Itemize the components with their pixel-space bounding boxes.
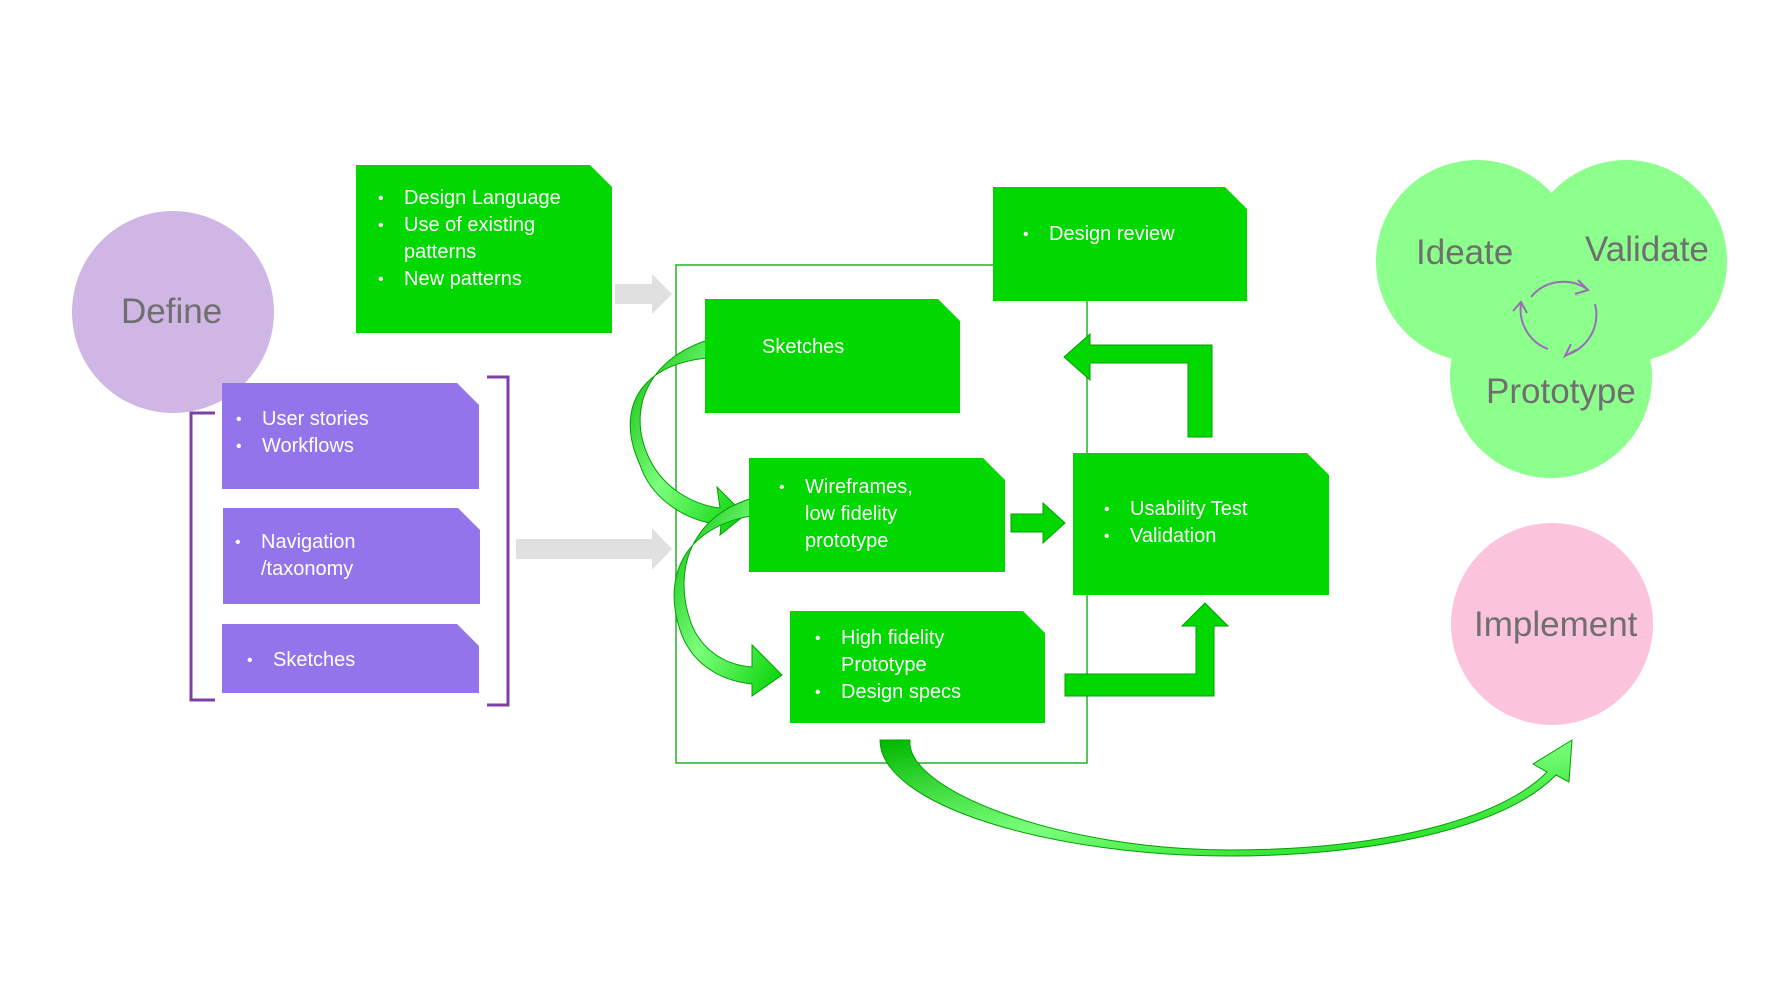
list-item: Usability Test (1104, 496, 1329, 523)
curved-arrow-wireframes-to-highfidelity (673, 492, 783, 697)
list-item: User stories (236, 406, 479, 433)
gray-arrow-top (615, 274, 672, 314)
list-item-continuation: prototype (805, 530, 889, 552)
arrow-wireframes-to-usability (1010, 501, 1066, 545)
list-item: Validation (1104, 523, 1329, 550)
arrow-highfidelity-to-usability (1064, 602, 1230, 697)
implement-circle (1451, 523, 1653, 725)
design-language-box: Design Language Use of existing patterns… (356, 165, 612, 333)
implement-label: Implement (1474, 605, 1638, 644)
list-item: Wireframes, (779, 474, 1005, 501)
refresh-cycle-icon (1512, 279, 1598, 359)
list-item: Workflows (236, 433, 479, 460)
list-item: Navigation (235, 529, 480, 556)
cycle-circles (1376, 160, 1727, 478)
list-item: New patterns (378, 266, 612, 293)
list-item-continuation: low fidelity (805, 503, 898, 525)
ideate-label: Ideate (1416, 233, 1514, 272)
high-fidelity-box: High fidelity Prototype Design specs (790, 611, 1045, 723)
list-item: Design Language (378, 185, 612, 212)
define-circle (72, 211, 274, 413)
list-item-continuation: Prototype (841, 654, 927, 676)
usability-test-box: Usability Test Validation (1073, 453, 1329, 595)
prototype-label: Prototype (1486, 372, 1636, 411)
gray-arrow-middle (516, 528, 672, 570)
validate-label: Validate (1585, 230, 1709, 269)
arrow-usability-to-design-review (1063, 332, 1213, 438)
list-item-continuation: patterns (404, 241, 477, 263)
design-review-box: Design review (993, 187, 1247, 301)
list-item: Sketches (247, 647, 479, 674)
curved-arrow-sketches-to-wireframes (629, 332, 746, 537)
list-item: Design specs (815, 679, 1045, 706)
define-label: Define (121, 292, 223, 331)
curved-arrow-to-implement (879, 739, 1573, 857)
define-bracket (189, 375, 510, 707)
define-box-navigation: Navigation /taxonomy (223, 508, 480, 604)
wireframes-box: Wireframes, low fidelity prototype (749, 458, 1005, 572)
define-box-user-stories: User stories Workflows (222, 383, 479, 489)
sketches-label: Sketches (762, 336, 845, 358)
list-item-continuation: /taxonomy (261, 558, 354, 580)
define-box-sketches: Sketches (222, 624, 479, 693)
list-item: Design review (1023, 221, 1247, 248)
list-item: High fidelity (815, 625, 1045, 652)
list-item: Use of existing (378, 212, 612, 239)
sketches-box: Sketches (705, 299, 960, 413)
